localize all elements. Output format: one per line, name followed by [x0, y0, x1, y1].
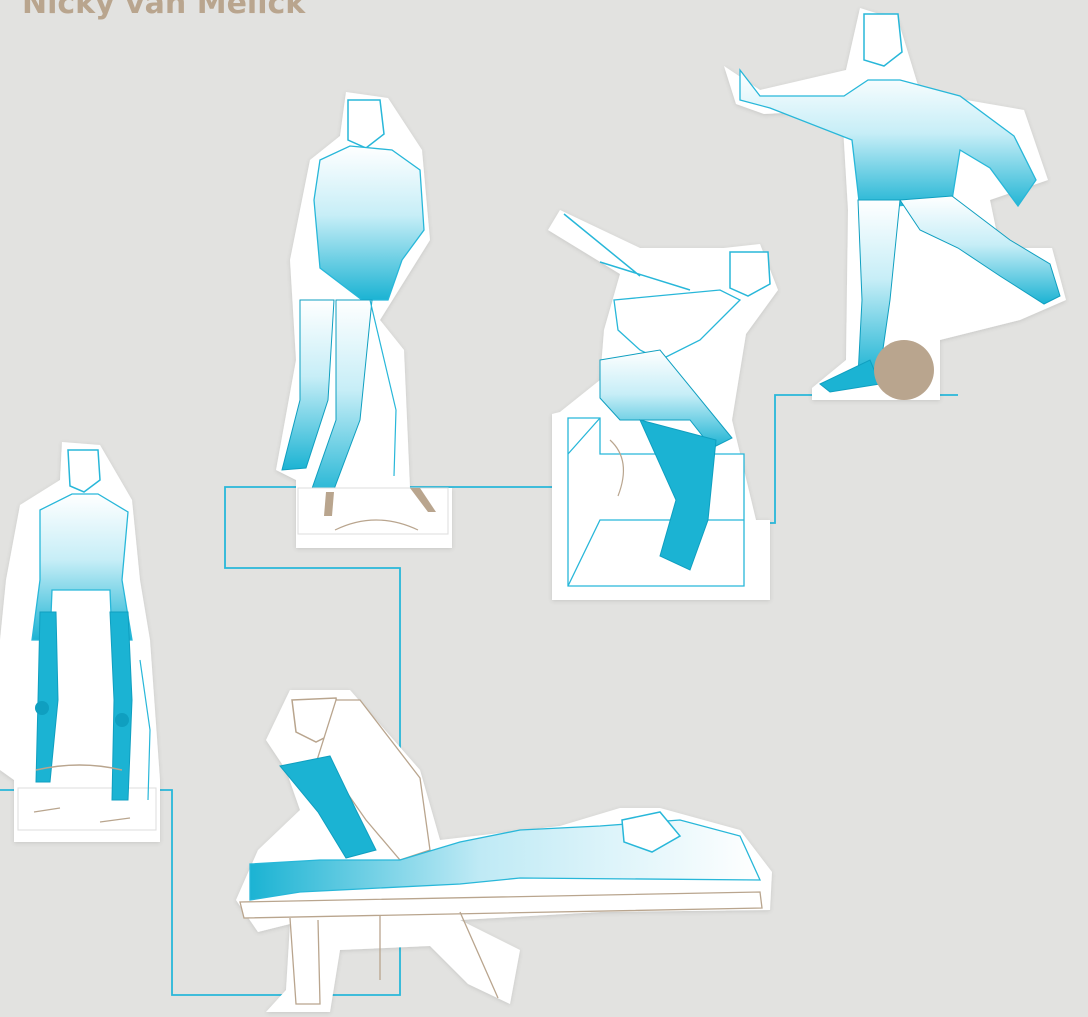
football: [874, 340, 934, 400]
